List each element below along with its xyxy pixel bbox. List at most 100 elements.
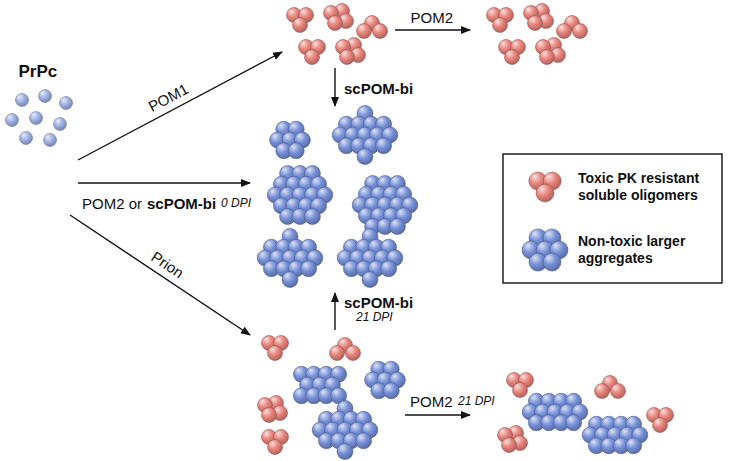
protein-sphere xyxy=(337,443,353,459)
aggregate-cluster xyxy=(365,361,406,398)
oligomer-cluster xyxy=(507,373,534,398)
oligomer-cluster xyxy=(324,4,354,31)
protein-sphere xyxy=(389,218,405,234)
oligomer-cluster xyxy=(524,4,554,31)
protein-sphere xyxy=(543,253,561,271)
protein-sphere xyxy=(383,383,399,399)
antibody-label: scPOM-bi xyxy=(344,294,413,311)
protein-sphere xyxy=(39,90,52,103)
species-label: PrPc xyxy=(19,62,58,82)
oligomer-cluster xyxy=(557,16,588,39)
protein-sphere xyxy=(54,118,67,131)
oligomer-cluster xyxy=(262,336,289,361)
reaction-arrow xyxy=(78,52,282,160)
protein-sphere xyxy=(268,440,283,455)
oligomer-cluster xyxy=(299,40,326,65)
protein-sphere xyxy=(293,18,308,33)
protein-sphere xyxy=(301,261,317,277)
aggregate-cluster xyxy=(582,416,648,453)
aggregate-cluster xyxy=(267,166,333,225)
aggregate-cluster xyxy=(332,106,398,165)
time-label: 21 DPI xyxy=(458,395,495,409)
antibody-label: POM2 xyxy=(411,9,454,26)
protein-sphere xyxy=(16,94,29,107)
protein-sphere xyxy=(44,134,57,147)
protein-sphere xyxy=(328,16,343,31)
protein-sphere xyxy=(376,138,392,154)
protein-sphere xyxy=(282,271,298,287)
legend-swatch xyxy=(529,172,561,202)
reaction-arrow xyxy=(70,215,250,335)
legend-swatches xyxy=(522,172,568,271)
protein-sphere xyxy=(557,24,572,39)
aggregate-cluster xyxy=(352,176,418,235)
legend-box xyxy=(503,154,722,283)
reaction-arrow xyxy=(405,414,470,415)
oligomer-cluster xyxy=(330,338,361,361)
reaction-arrow xyxy=(334,293,335,330)
protein-sphere xyxy=(262,408,277,423)
oligomer-cluster xyxy=(595,376,626,399)
protein-sphere xyxy=(611,384,626,399)
protein-sphere xyxy=(288,143,304,159)
arrows xyxy=(70,30,470,415)
protein-sphere xyxy=(357,24,372,39)
antibody-label: scPOM-bi xyxy=(147,195,216,212)
protein-sphere xyxy=(573,24,588,39)
legend-text: Non-toxic larger aggregates xyxy=(578,233,710,267)
reaction-arrow xyxy=(334,68,335,106)
protein-sphere xyxy=(505,50,520,65)
reaction-arrow xyxy=(78,182,250,183)
oligomer-cluster xyxy=(357,16,388,39)
antibody-label: POM2 or xyxy=(82,195,142,212)
protein-sphere xyxy=(20,132,33,145)
protein-sphere xyxy=(502,438,517,453)
protein-sphere xyxy=(528,16,543,31)
oligomer-cluster xyxy=(258,396,288,423)
oligomer-cluster xyxy=(647,408,674,433)
aggregate-cluster xyxy=(293,366,346,403)
oligomer-cluster xyxy=(499,40,526,65)
aggregate-cluster xyxy=(522,393,588,430)
antibody-label: POM2 xyxy=(410,393,453,410)
protein-sphere xyxy=(60,97,73,110)
protein-sphere xyxy=(346,346,361,361)
time-label: 0 DPI xyxy=(221,197,251,211)
protein-sphere xyxy=(540,50,555,65)
protein-sphere xyxy=(566,415,582,431)
protein-sphere xyxy=(357,148,373,164)
protein-sphere xyxy=(513,383,528,398)
oligomer-cluster xyxy=(287,8,314,33)
aggregate-cluster xyxy=(257,229,323,288)
oligomer-cluster xyxy=(487,8,514,33)
oligomer-cluster xyxy=(498,426,528,453)
protein-sphere xyxy=(305,50,320,65)
protein-sphere xyxy=(30,112,43,125)
protein-clusters xyxy=(257,4,673,460)
protein-sphere xyxy=(304,208,320,224)
time-label: 21 DPI xyxy=(356,311,393,325)
protein-sphere xyxy=(6,114,19,127)
oligomer-cluster xyxy=(336,38,366,65)
aggregate-cluster xyxy=(337,229,403,288)
reaction-arrow xyxy=(395,29,470,30)
protein-sphere xyxy=(381,261,397,277)
legend-swatch xyxy=(522,229,568,271)
protein-sphere xyxy=(356,433,372,449)
protein-sphere xyxy=(268,346,283,361)
protein-sphere xyxy=(493,18,508,33)
protein-sphere xyxy=(330,346,345,361)
protein-sphere xyxy=(536,184,554,202)
monomer-group xyxy=(6,90,73,147)
aggregate-cluster xyxy=(270,121,311,158)
protein-sphere xyxy=(362,271,378,287)
aggregate-cluster xyxy=(312,401,378,460)
antibody-label: POM1 xyxy=(145,80,191,115)
agent-label: Prion xyxy=(148,247,187,281)
antibody-label: scPOM-bi xyxy=(344,80,413,97)
protein-sphere xyxy=(340,50,355,65)
legend-text: Toxic PK resistant soluble oligomers xyxy=(578,170,710,204)
protein-sphere xyxy=(626,438,642,454)
